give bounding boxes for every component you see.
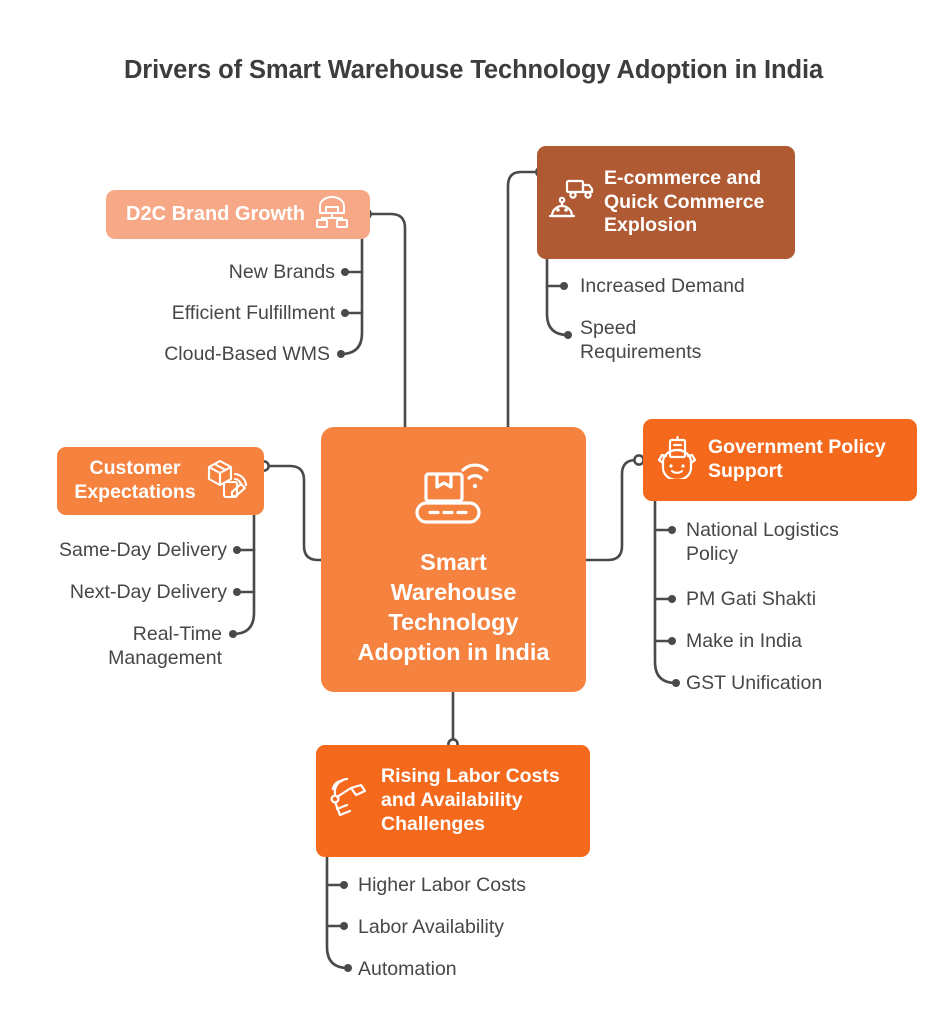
leaf-labor-higher-labor-costs: Higher Labor Costs bbox=[358, 874, 526, 896]
leaf-d2c-cloud-based-wms: Cloud-Based WMS bbox=[164, 343, 330, 365]
connector-central-to-d2c bbox=[360, 208, 407, 429]
branch-node-customer-label: Customer Expectations bbox=[74, 457, 196, 503]
leaf-government-make-in-india: Make in India bbox=[686, 630, 802, 652]
branch-node-labor-label: Rising Labor Costs and Availability Chal… bbox=[381, 765, 560, 835]
branch-node-d2c-label: D2C Brand Growth bbox=[126, 203, 305, 226]
connector-central-to-customer bbox=[258, 460, 323, 562]
connector-labor-children bbox=[325, 855, 352, 972]
connector-central-to-government bbox=[584, 454, 645, 562]
leaf-government-national-logistics-policy: National Logistics Policy bbox=[686, 519, 839, 566]
branch-node-d2c[interactable]: D2C Brand Growth bbox=[106, 190, 370, 239]
connector-government-children bbox=[653, 499, 680, 687]
branch-node-government-label: Government Policy Support bbox=[708, 436, 886, 482]
warehouse-distribution-icon bbox=[314, 194, 350, 234]
leaf-customer-real-time-management: Real-Time Management bbox=[108, 623, 222, 670]
branch-node-government[interactable]: Government Policy Support bbox=[643, 419, 917, 501]
branch-node-customer[interactable]: Customer Expectations bbox=[57, 447, 264, 515]
leaf-ecommerce-speed-requirements: Speed Requirements bbox=[580, 317, 702, 364]
leaf-d2c-new-brands: New Brands bbox=[228, 261, 335, 283]
leaf-customer-next-day-delivery: Next-Day Delivery bbox=[69, 581, 227, 603]
delivery-robot-truck-icon bbox=[547, 176, 595, 229]
connector-central-to-labor bbox=[447, 690, 459, 750]
branch-node-ecommerce-label: E-commerce and Quick Commerce Explosion bbox=[604, 166, 765, 237]
gear-document-policy-icon bbox=[655, 435, 699, 486]
conveyor-belt-package-wifi-icon bbox=[411, 452, 497, 531]
branch-node-labor[interactable]: Rising Labor Costs and Availability Chal… bbox=[316, 745, 590, 857]
leaf-labor-automation: Automation bbox=[358, 958, 457, 980]
branch-node-ecommerce[interactable]: E-commerce and Quick Commerce Explosion bbox=[537, 146, 795, 259]
connector-d2c-children bbox=[337, 237, 364, 358]
leaf-d2c-efficient-fulfillment: Efficient Fulfillment bbox=[171, 302, 335, 324]
robotic-arm-signal-icon bbox=[326, 775, 372, 828]
package-mobile-tracking-icon bbox=[205, 457, 247, 506]
leaf-customer-same-day-delivery: Same-Day Delivery bbox=[59, 539, 227, 561]
leaf-government-pm-gati-shakti: PM Gati Shakti bbox=[686, 588, 817, 610]
connector-customer-children bbox=[229, 513, 256, 638]
leaf-labor-labor-availability: Labor Availability bbox=[358, 916, 504, 938]
central-node-label: Smart Warehouse Technology Adoption in I… bbox=[357, 548, 550, 666]
leaf-ecommerce-increased-demand: Increased Demand bbox=[580, 275, 745, 297]
leaf-government-gst-unification: GST Unification bbox=[686, 672, 823, 694]
page-title: Drivers of Smart Warehouse Technology Ad… bbox=[123, 56, 824, 84]
central-node[interactable]: Smart Warehouse Technology Adoption in I… bbox=[321, 427, 586, 692]
connector-ecommerce-children bbox=[545, 257, 572, 339]
